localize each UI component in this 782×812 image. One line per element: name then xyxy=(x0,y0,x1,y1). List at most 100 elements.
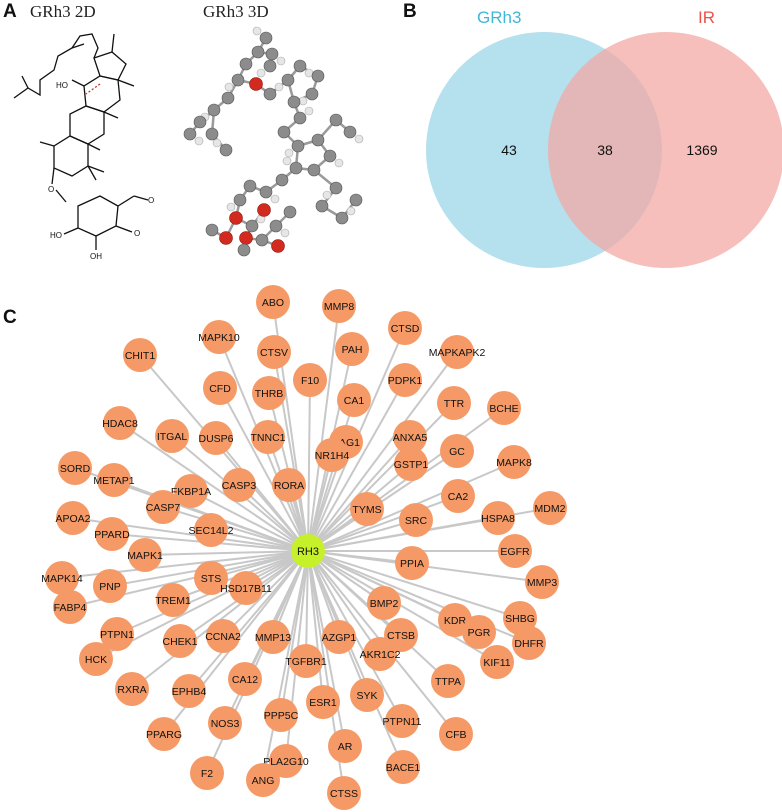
node-mmp13: MMP13 xyxy=(255,620,291,654)
node-label: KIF11 xyxy=(483,657,510,669)
node-mapk1: MAPK1 xyxy=(127,538,163,572)
node-label: CFD xyxy=(209,383,231,395)
node-circle xyxy=(395,546,429,580)
node-label: DUSP6 xyxy=(198,433,233,445)
node-circle xyxy=(272,468,306,502)
venn-label-ir: IR xyxy=(698,8,715,27)
node-label: AKR1C2 xyxy=(360,649,401,661)
node-circle xyxy=(147,717,181,751)
node-circle xyxy=(350,678,384,712)
node-label: CTSB xyxy=(387,630,415,642)
node-circle xyxy=(363,637,397,671)
carbon-atom xyxy=(311,69,325,83)
node-esr1: ESR1 xyxy=(306,685,340,719)
node-label: F2 xyxy=(201,768,213,780)
carbon-atom xyxy=(259,31,273,45)
node-label: AR xyxy=(338,741,353,753)
node-ppia: PPIA xyxy=(395,546,429,580)
node-syk: SYK xyxy=(350,678,384,712)
node-akr1c2: AKR1C2 xyxy=(360,637,401,671)
edge-rh3-hdac8 xyxy=(119,422,309,552)
node-circle xyxy=(246,763,280,797)
node-circle xyxy=(199,421,233,455)
node-ccna2: CCNA2 xyxy=(205,619,241,653)
node-circle xyxy=(45,561,79,595)
edge-rh3-fkbp1a xyxy=(190,490,309,552)
hydrogen-atom xyxy=(354,134,364,144)
node-circle xyxy=(206,619,240,653)
node-label: CASP7 xyxy=(146,502,181,514)
hydrogen-atom xyxy=(334,158,344,168)
node-circle xyxy=(399,503,433,537)
carbon-atom xyxy=(251,45,265,59)
node-label: THRB xyxy=(255,388,284,400)
node-label: CTSS xyxy=(330,788,358,800)
node-mapk10: MAPK10 xyxy=(198,320,240,354)
node-apoa2: APOA2 xyxy=(55,501,91,535)
node-label: BCHE xyxy=(489,403,518,415)
node-tyms: TYMS xyxy=(350,492,384,526)
node-dhfr: DHFR xyxy=(512,626,546,660)
node-circle xyxy=(497,445,531,479)
node-label: TTR xyxy=(444,398,465,410)
carbon-atom xyxy=(205,127,219,141)
node-tnnc1: TNNC1 xyxy=(250,420,286,454)
node-label: CCNA2 xyxy=(205,631,241,643)
node-bace1: BACE1 xyxy=(386,750,420,784)
node-circle xyxy=(115,672,149,706)
node-label: KDR xyxy=(444,615,467,627)
node-label: F10 xyxy=(301,375,319,387)
hydrogen-atom xyxy=(276,56,286,66)
node-mapk14: MAPK14 xyxy=(41,561,83,595)
node-circle xyxy=(103,406,137,440)
node-ephb4: EPHB4 xyxy=(172,674,206,708)
edge-rh3-ca2 xyxy=(307,495,459,552)
node-circle xyxy=(440,335,474,369)
node-label: PGR xyxy=(468,627,491,639)
structure-2d-drawing xyxy=(13,33,149,250)
node-label: MAPK14 xyxy=(41,573,83,585)
node-circle xyxy=(525,565,559,599)
node-circle xyxy=(251,420,285,454)
node-circle xyxy=(367,586,401,620)
node-ca2: CA2 xyxy=(441,479,475,513)
node-label: MAPK1 xyxy=(127,550,163,562)
node-label: CASP3 xyxy=(222,480,257,492)
node-label: MMP3 xyxy=(527,577,557,589)
node-cfb: CFB xyxy=(439,717,473,751)
edge-rh3-dusp6 xyxy=(215,437,309,552)
node-circle xyxy=(228,662,262,696)
node-label: ESR1 xyxy=(309,697,337,709)
node-label: GC xyxy=(449,446,465,458)
node-circle xyxy=(269,744,303,778)
atom-label: HO xyxy=(50,231,62,240)
node-circle xyxy=(190,756,224,790)
node-label: SHBG xyxy=(505,613,535,625)
node-label: CA1 xyxy=(344,395,365,407)
node-label: AZGP1 xyxy=(322,632,357,644)
node-circle xyxy=(256,285,290,319)
hydrogen-atom xyxy=(252,26,262,36)
hydrogen-atom xyxy=(212,138,222,148)
node-label: CHEK1 xyxy=(162,636,197,648)
node-egfr: EGFR xyxy=(498,534,532,568)
node-circle xyxy=(163,624,197,658)
edge-rh3-mapk1 xyxy=(144,550,309,556)
carbon-atom xyxy=(219,143,233,157)
node-label: PLA2G10 xyxy=(263,756,309,768)
node-label: SRC xyxy=(405,515,428,527)
carbon-atom xyxy=(349,193,363,207)
carbon-atom xyxy=(281,73,295,87)
carbon-atom xyxy=(335,211,349,225)
node-label: ANG xyxy=(252,775,275,787)
node-hdac8: HDAC8 xyxy=(102,406,138,440)
edge-rh3-src xyxy=(307,519,417,552)
panel-a-label: A xyxy=(3,1,17,22)
edge-rh3-ephb4 xyxy=(188,550,309,692)
node-circle xyxy=(328,729,362,763)
node-thrb: THRB xyxy=(252,376,286,410)
node-circle xyxy=(203,371,237,405)
node-ptpn11: PTPN11 xyxy=(383,704,422,738)
carbon-atom xyxy=(183,127,197,141)
